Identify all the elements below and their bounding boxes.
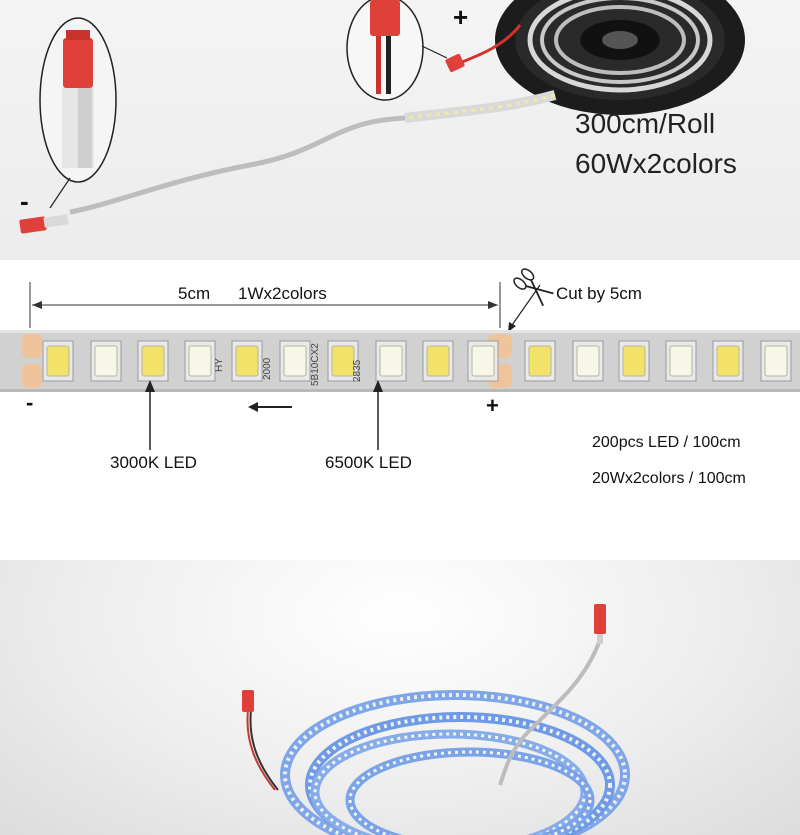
cool-led-chip xyxy=(764,345,788,377)
warm-led-chip xyxy=(716,345,740,377)
red-wire xyxy=(461,24,522,64)
cool-led-chip xyxy=(669,345,693,377)
cool-led-label: 6500K LED xyxy=(325,453,412,472)
segment-plus-sign: + xyxy=(486,393,499,418)
warm-led-chip xyxy=(46,345,70,377)
warm-led-chip xyxy=(235,345,259,377)
left-connector xyxy=(242,690,254,712)
warm-led-pointer xyxy=(145,380,155,450)
positive-connector xyxy=(445,53,465,73)
led-chips xyxy=(42,340,792,382)
left-wire xyxy=(246,709,276,791)
silver-cable xyxy=(69,115,406,215)
warm-led-chip xyxy=(331,345,355,377)
positive-callout xyxy=(346,0,448,101)
led-reel xyxy=(495,0,745,115)
pcb-mark-hy: HY xyxy=(214,358,225,372)
cool-led-chip xyxy=(188,345,212,377)
segment-power-label: 1Wx2colors xyxy=(238,284,327,303)
strip-tail xyxy=(404,90,557,123)
negative-callout xyxy=(39,17,117,209)
positive-sign: + xyxy=(453,2,469,32)
warm-led-chip xyxy=(141,345,165,377)
warm-led-chip xyxy=(622,345,646,377)
negative-connector xyxy=(19,216,47,234)
cool-led-chip xyxy=(94,345,118,377)
led-density-label: 200pcs LED / 100cm xyxy=(592,434,741,451)
cut-label: Cut by 5cm xyxy=(556,284,642,303)
coiled-strip-illustration xyxy=(242,604,630,835)
warm-led-chip xyxy=(528,345,552,377)
power-density-label: 20Wx2colors / 100cm xyxy=(592,470,746,487)
roll-illustration xyxy=(19,0,745,234)
roll-photo-panel: + - 300cm/Roll 60Wx2colors xyxy=(0,0,800,260)
negative-sign: - xyxy=(20,186,29,216)
segment-diagram-panel: HY 2000 5B10CX2 2835 5cm 1Wx2colors Cut … xyxy=(0,260,800,560)
cool-led-chip xyxy=(379,345,403,377)
warm-led-chip xyxy=(426,345,450,377)
pcb-mark-size: 2835 xyxy=(352,359,363,382)
strip-coils xyxy=(280,690,630,835)
strip-diagram: HY 2000 5B10CX2 2835 xyxy=(0,268,800,450)
cool-led-pointer xyxy=(373,380,383,450)
cool-led-chip xyxy=(471,345,495,377)
coiled-strip-photo xyxy=(0,560,800,835)
direction-arrow xyxy=(248,402,292,412)
scissors-icon xyxy=(513,268,554,307)
warm-led-label: 3000K LED xyxy=(110,453,197,472)
pcb-mark-model: 2000 xyxy=(262,357,273,380)
right-connector xyxy=(594,604,606,634)
cool-led-chip xyxy=(576,345,600,377)
right-cable xyxy=(498,639,602,786)
segment-length-label: 5cm xyxy=(178,284,211,303)
roll-power-label: 60Wx2colors xyxy=(575,148,737,179)
pcb-mark-code: 5B10CX2 xyxy=(310,343,321,386)
segment-minus-sign: - xyxy=(26,390,34,415)
cool-led-chip xyxy=(283,345,307,377)
roll-length-label: 300cm/Roll xyxy=(575,108,716,139)
segment-dimension-line xyxy=(29,282,501,328)
